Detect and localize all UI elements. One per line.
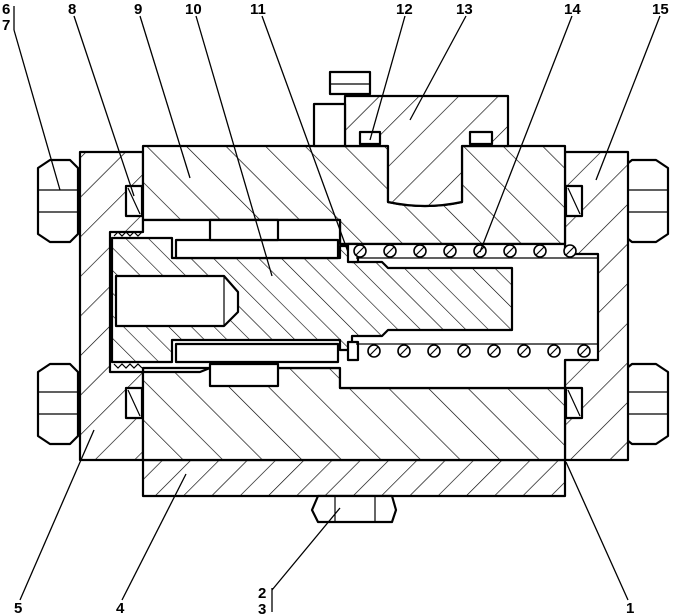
spring-coil-hatch — [385, 246, 395, 256]
label-5: 5 — [14, 600, 22, 616]
spool-groove-top — [174, 238, 340, 260]
label-6: 6 — [2, 1, 10, 18]
spring-coil-hatch — [519, 346, 529, 356]
spring-coil-hatch — [399, 346, 409, 356]
top-cap — [343, 94, 510, 208]
spring-coil-hatch — [429, 346, 439, 356]
label-3: 3 — [258, 601, 266, 616]
upper-key — [208, 218, 280, 242]
label-12: 12 — [396, 1, 413, 18]
spring-coil-hatch — [459, 346, 469, 356]
spring-coil-hatch — [549, 346, 559, 356]
spring-coil-hatch — [565, 246, 575, 256]
label-13: 13 — [456, 1, 473, 18]
left-seals — [124, 184, 144, 420]
spring-coil-hatch — [369, 346, 379, 356]
leader-lines — [13, 6, 661, 612]
label-11: 11 — [250, 1, 266, 18]
spool-groove-bottom — [174, 342, 340, 364]
left-bolt-upper — [36, 158, 84, 244]
spring-coil-hatch — [445, 246, 455, 256]
right-seals — [564, 184, 584, 420]
left-bolt-lower — [36, 362, 84, 446]
spool — [110, 236, 514, 364]
label-2: 2 — [258, 585, 266, 602]
spring — [353, 244, 598, 358]
label-7: 7 — [2, 17, 10, 34]
label-15: 15 — [652, 1, 669, 18]
bottom-plate — [141, 458, 567, 498]
spring-coil-hatch — [535, 246, 545, 256]
label-14: 14 — [564, 1, 581, 18]
spring-coil-hatch — [579, 346, 589, 356]
label-9: 9 — [134, 1, 142, 18]
spring-coil-hatch — [505, 246, 515, 256]
label-8: 8 — [68, 1, 76, 18]
label-10: 10 — [185, 1, 202, 18]
spring-coil-hatch — [415, 246, 425, 256]
spring-coil-hatch — [489, 346, 499, 356]
label-4: 4 — [116, 600, 125, 616]
part-labels: 6 7 8 9 10 11 12 13 14 15 5 4 2 3 1 — [2, 1, 669, 616]
pin-bore — [114, 274, 240, 328]
top-plug — [312, 70, 494, 148]
bottom-nut — [310, 494, 398, 524]
spring-coil-hatch — [355, 246, 365, 256]
lower-key — [208, 362, 280, 388]
label-1: 1 — [626, 600, 634, 616]
